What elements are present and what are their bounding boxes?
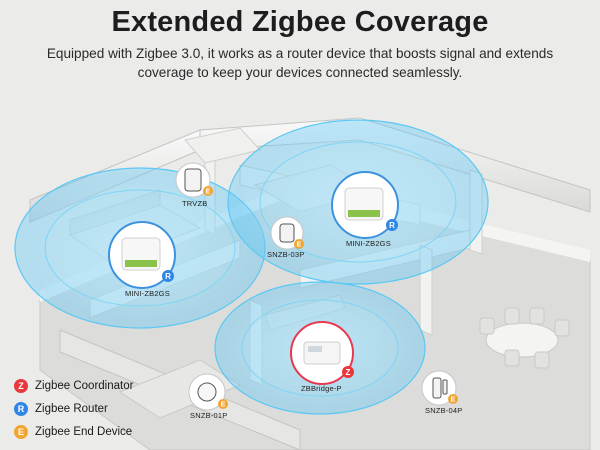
snzb-03p-device: E xyxy=(270,216,304,250)
legend-item-coordinator: Z Zigbee Coordinator xyxy=(14,374,133,397)
snzb-03p-label: SNZB-03P xyxy=(267,250,305,259)
page-title: Extended Zigbee Coverage xyxy=(111,6,489,38)
legend: Z Zigbee Coordinator R Zigbee Router E Z… xyxy=(14,374,133,443)
end-device-badge-icon: E xyxy=(14,424,28,439)
trvzb-device: E xyxy=(175,162,213,198)
svg-text:E: E xyxy=(297,242,302,249)
dining-table xyxy=(485,322,559,358)
legend-item-router: R Zigbee Router xyxy=(14,397,133,420)
snzb-01p-device: E xyxy=(188,373,228,411)
coordinator-badge-icon: Z xyxy=(14,378,28,393)
coverage-right-inner xyxy=(259,141,457,263)
svg-text:E: E xyxy=(206,189,211,196)
legend-item-end-device: E Zigbee End Device xyxy=(14,420,133,443)
dining-chairs xyxy=(479,307,570,369)
zbbridge-device: Z xyxy=(290,321,354,385)
svg-text:Z: Z xyxy=(346,368,351,377)
snzb-04p-device: E xyxy=(421,370,458,406)
svg-text:R: R xyxy=(389,221,395,230)
router-badge-icon: R xyxy=(14,401,28,416)
svg-text:E: E xyxy=(221,402,226,409)
snzb-01p-label: SNZB-01P xyxy=(190,411,228,420)
trvzb-label: TRVZB xyxy=(182,199,208,208)
mini-zb2gs-right-label: MINI-ZB2GS xyxy=(346,239,391,248)
svg-text:R: R xyxy=(165,272,171,281)
mini-zb2gs-right: R xyxy=(331,171,399,239)
coverage-center-inner xyxy=(241,299,399,397)
mini-zb2gs-left: R xyxy=(108,221,176,289)
legend-label-coordinator: Zigbee Coordinator xyxy=(35,379,134,392)
mini-zb2gs-left-label: MINI-ZB2GS xyxy=(125,289,170,298)
coverage-left-inner xyxy=(44,189,236,307)
svg-text:E: E xyxy=(451,397,456,404)
page-subtitle: Equipped with Zigbee 3.0, it works as a … xyxy=(46,46,554,80)
snzb-04p-label: SNZB-04P xyxy=(425,406,463,415)
zbbridge-label: ZBBridge-P xyxy=(301,384,342,393)
legend-label-router: Zigbee Router xyxy=(35,402,108,415)
legend-label-end-device: Zigbee End Device xyxy=(35,425,133,438)
